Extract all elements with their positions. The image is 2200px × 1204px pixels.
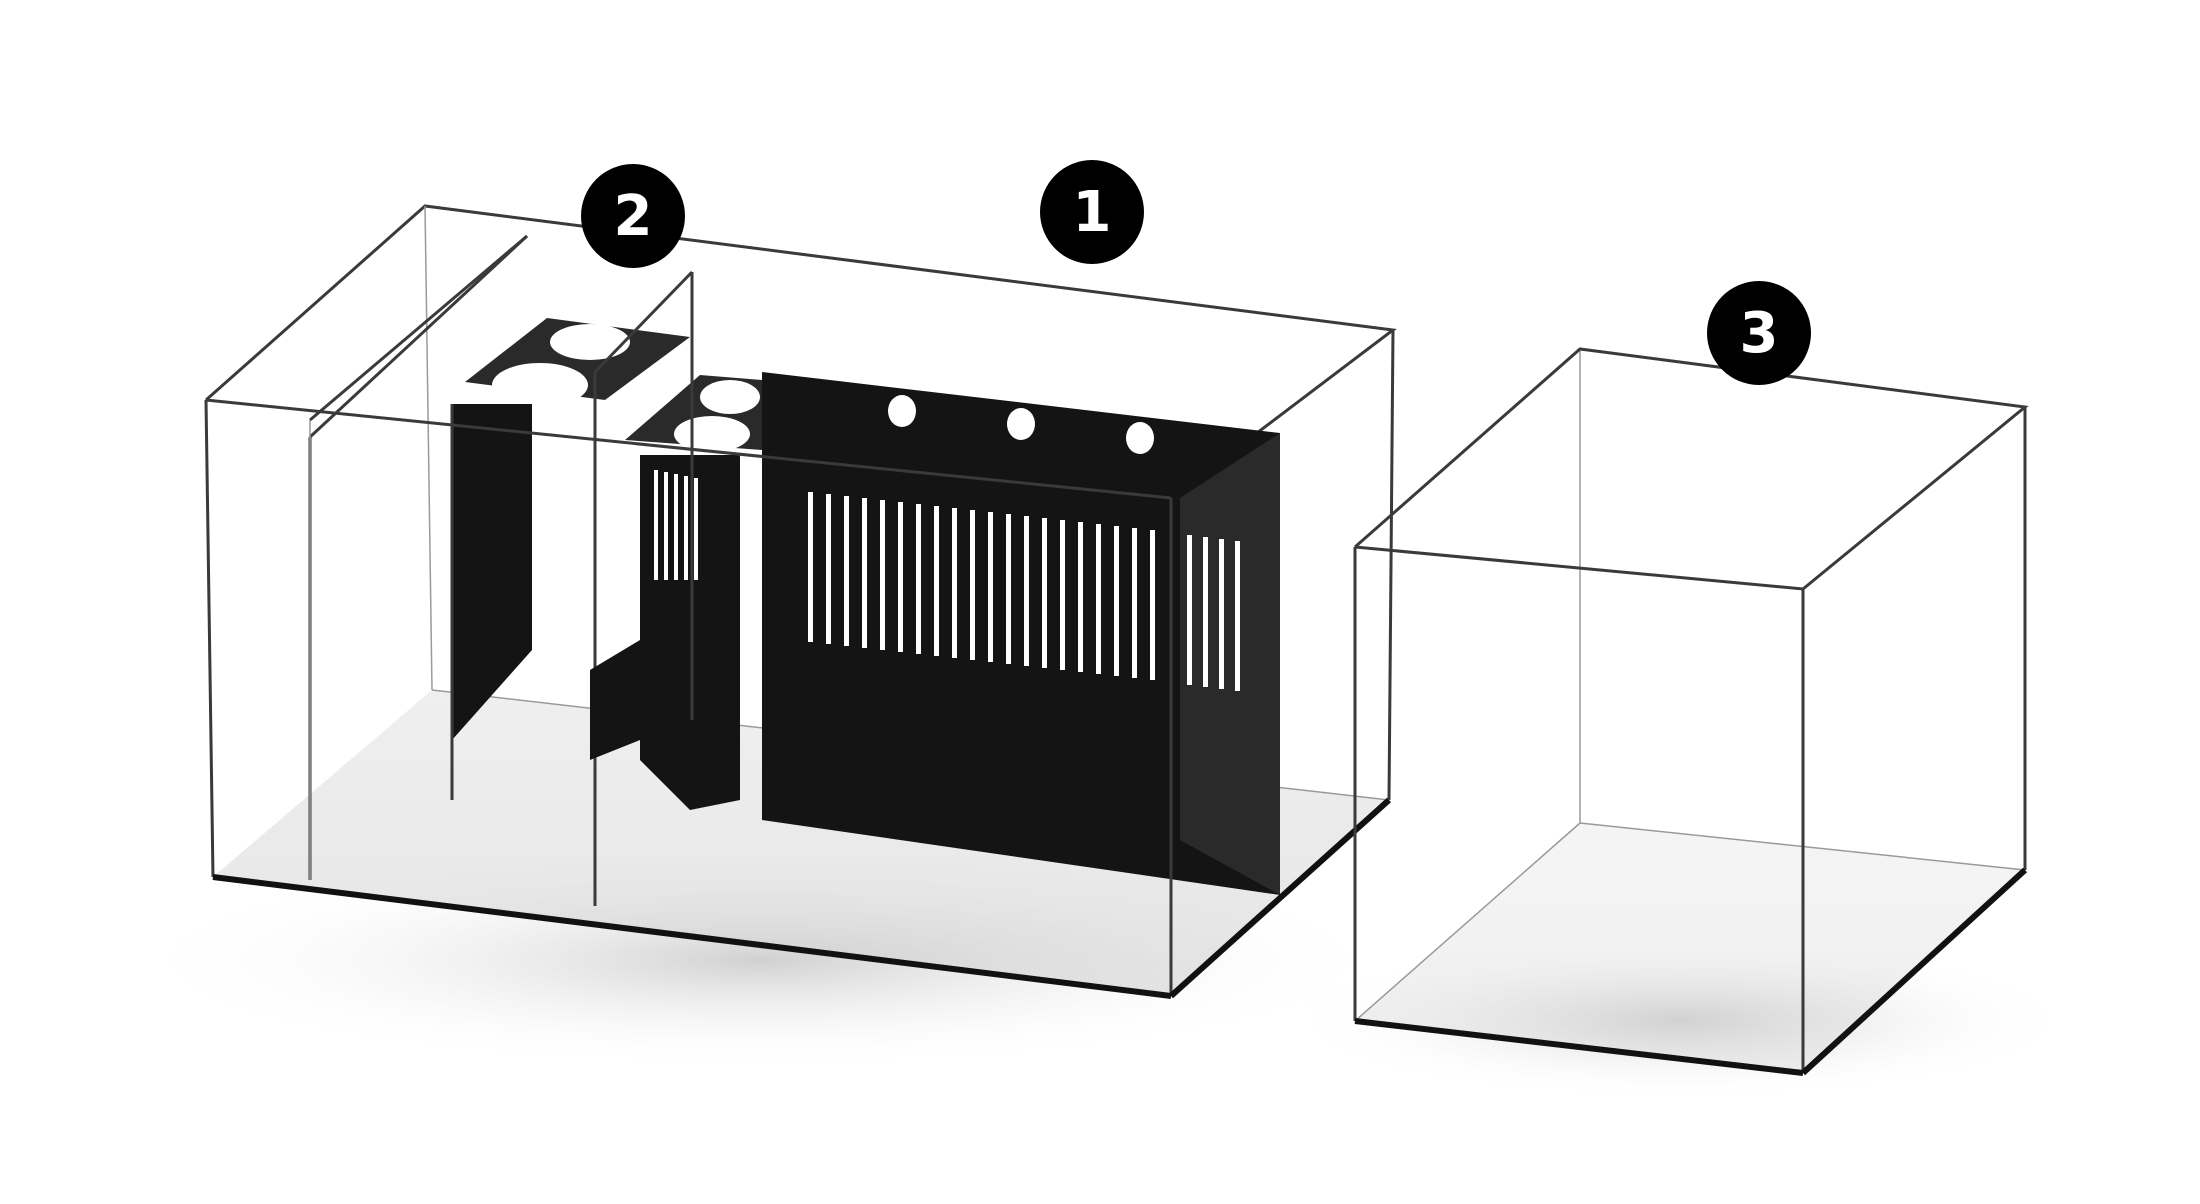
baffle-panel-3 — [590, 640, 640, 760]
main-tank-back-right-edge — [1387, 329, 1395, 801]
front-slots — [808, 492, 1155, 680]
main-tank-back-left-edge — [424, 205, 433, 691]
main-tank-top-front — [205, 398, 1172, 500]
main-tank-front-left-edge — [204, 399, 215, 878]
cube-floor — [1355, 823, 2025, 1073]
return-hole-1 — [888, 395, 916, 427]
chamber-side-panel — [1180, 433, 1280, 895]
return-hole-2 — [1007, 408, 1035, 440]
filter-sock-baffles — [308, 234, 762, 906]
callout-badge-1: 1 — [1040, 160, 1144, 264]
ato-reservoir-cube — [1353, 347, 2029, 1076]
sock-ring-2a — [700, 380, 760, 414]
callout-label-3: 3 — [1739, 300, 1779, 366]
return-chamber — [762, 372, 1280, 895]
main-tank-front-bottom — [212, 874, 1172, 999]
callout-label-2: 2 — [613, 183, 653, 249]
main-tank-right-bottom — [1168, 797, 1392, 999]
side-slots — [1187, 535, 1240, 691]
baffle-2-slots — [654, 470, 698, 580]
cube-front-bottom — [1354, 1018, 1804, 1076]
baffle-glass-2-top — [593, 270, 694, 374]
callout-badge-3: 3 — [1707, 281, 1811, 385]
callout-label-1: 1 — [1072, 179, 1112, 245]
sock-ring-1a — [492, 363, 588, 407]
divider-top — [309, 234, 528, 422]
chamber-front-panel — [762, 480, 1165, 810]
sock-ring-2b — [674, 416, 750, 452]
baffle-panel-1 — [452, 404, 532, 740]
return-hole-3 — [1126, 422, 1154, 454]
cube-floor-left — [1354, 822, 1581, 1022]
main-tank-top-back — [205, 204, 1397, 500]
cube-top — [1354, 347, 2029, 591]
main-sump-tank — [204, 204, 1397, 999]
baffle-glass-1-top — [308, 234, 529, 439]
cube-right-bottom — [1800, 867, 2028, 1076]
callout-badge-2: 2 — [581, 164, 685, 268]
sock-ring-1b — [550, 324, 630, 360]
